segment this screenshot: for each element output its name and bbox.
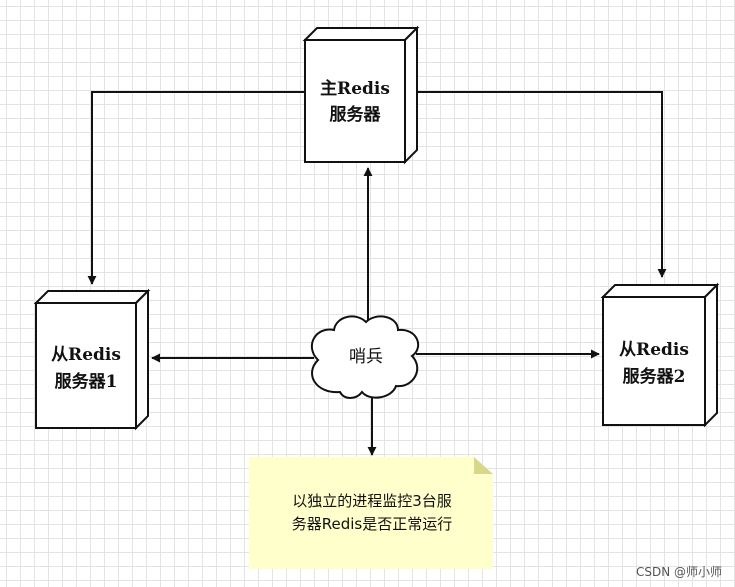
slave2-node-label-line2: 服务器2 <box>623 366 686 387</box>
slave1-node: 从Redis 服务器1 <box>33 288 151 431</box>
sentinel-cloud: 哨兵 <box>311 315 420 399</box>
slave2-node: 从Redis 服务器2 <box>600 282 720 428</box>
note-text-line2: 务器Redis是否正常运行 <box>292 515 452 533</box>
note-text-line1: 以独立的进程监控3台服 <box>292 492 452 510</box>
slave1-node-label-line2: 服务器1 <box>55 371 118 392</box>
edge-master-to-slave1 <box>87 91 305 285</box>
slave2-node-label-line1: 从Redis <box>619 340 689 360</box>
master-node-label-line1: 主Redis <box>320 78 390 99</box>
watermark-text: CSDN @师小师 <box>636 565 722 579</box>
master-node: 主Redis 服务器 <box>302 25 420 165</box>
sentinel-label: 哨兵 <box>349 347 383 367</box>
master-node-label-line2: 服务器 <box>330 104 382 125</box>
note-box: 以独立的进程监控3台服 务器Redis是否正常运行 <box>249 457 493 569</box>
edge-master-to-slave2 <box>417 91 667 278</box>
slave1-node-label-line1: 从Redis <box>51 345 121 365</box>
